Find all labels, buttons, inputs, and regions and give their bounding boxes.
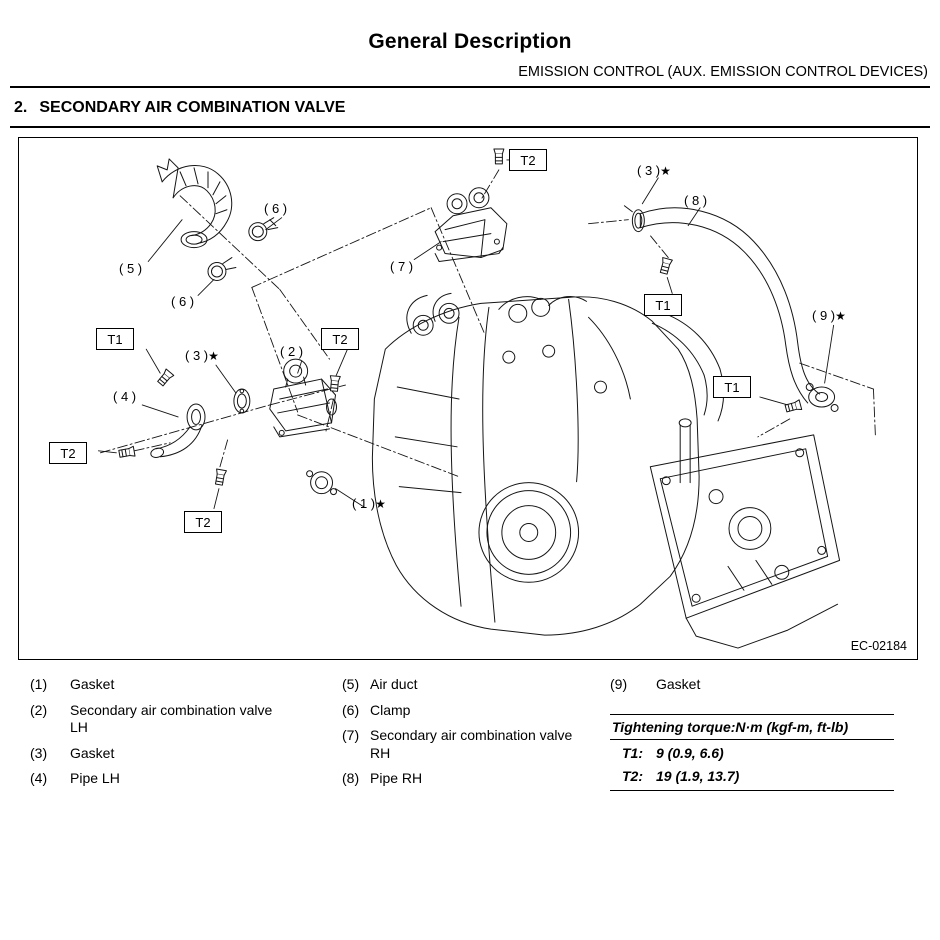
legend-item-7: (7) Secondary air combination valve RH (342, 727, 610, 762)
legend-item-number: (2) (30, 701, 48, 718)
section-name: SECONDARY AIR COMBINATION VALVE (39, 99, 346, 116)
torque-ref-box-t2-top: T2 (509, 149, 547, 171)
legend-item-number: (3) (30, 744, 48, 761)
callout-text: ( 9 ) (812, 308, 836, 323)
part-callout-3a: ( 3 )★ (637, 163, 671, 178)
part-callout-3b: ( 3 )★ (185, 348, 219, 363)
torque-ref-box-t2-bottom: T2 (184, 511, 222, 533)
valve-rh-drawing (434, 187, 508, 263)
pipe-rh-drawing (623, 205, 821, 404)
legend-item-label: Pipe LH (70, 770, 120, 786)
callout-text: ( 3 ) (637, 163, 661, 178)
valve-lh-drawing (269, 358, 338, 438)
construction-lines (99, 169, 876, 478)
legend-item-label: Secondary air combination valve RH (370, 727, 573, 761)
gasket-1-drawing (306, 470, 338, 496)
legend-item-label: Air duct (370, 676, 418, 692)
part-callout-6b: ( 6 ) (171, 294, 194, 309)
legend-column-2: (5) Air duct (6) Clamp (7) Secondary air… (342, 676, 610, 791)
legend-item-8: (8) Pipe RH (342, 770, 610, 788)
part-callout-9: ( 9 )★ (812, 308, 846, 323)
engine-block-drawing (371, 292, 725, 636)
torque-row-value: 9 (0.9, 6.6) (656, 744, 724, 761)
callout-text: ( 5 ) (119, 261, 143, 276)
pipe-lh-drawing (150, 403, 206, 458)
legend-item-3: (3) Gasket (30, 745, 342, 763)
callout-text: ( 4 ) (113, 389, 137, 404)
part-callout-7: ( 7 ) (390, 259, 413, 274)
part-callout-6a: ( 6 ) (264, 201, 287, 216)
callout-text: ( 6 ) (264, 201, 288, 216)
legend-item-2: (2) Secondary air combination valve LH (30, 702, 342, 737)
legend-item-number: (5) (342, 676, 360, 692)
section-number: 2. (14, 99, 28, 116)
callout-text: ( 2 ) (280, 344, 304, 359)
header-divider (10, 86, 930, 88)
figure-code: EC-02184 (850, 639, 907, 653)
legend-item-1: (1) Gasket (30, 676, 342, 694)
torque-ref-box-t1-lower: T1 (713, 376, 751, 398)
page-subtitle: EMISSION CONTROL (AUX. EMISSION CONTROL … (518, 64, 928, 80)
legend-item-label: Pipe RH (370, 770, 423, 786)
torque-ref-box-t2-left: T2 (49, 442, 87, 464)
callout-text: ( 6 ) (171, 294, 195, 309)
part-callout-8: ( 8 ) (684, 193, 707, 208)
section-title: 2. SECONDARY AIR COMBINATION VALVE (0, 88, 940, 117)
legend-item-4: (4) Pipe LH (30, 770, 342, 788)
torque-ref-box-t1-right: T1 (644, 294, 682, 316)
callout-text: ( 3 ) (185, 348, 209, 363)
legend-item-label: Gasket (70, 744, 115, 761)
parts-legend: (1) Gasket (2) Secondary air combination… (30, 676, 912, 791)
star-mark: ★ (208, 349, 219, 363)
legend-column-1: (1) Gasket (2) Secondary air combination… (30, 676, 342, 791)
legend-item-number: (8) (342, 770, 360, 786)
clamp-drawing-upper (248, 217, 279, 242)
part-callout-2: ( 2 ) (280, 344, 303, 359)
torque-table-rows: T1: 9 (0.9, 6.6) T2: 19 (1.9, 13.7) (610, 740, 894, 791)
torque-table: Tightening torque:N·m (kgf-m, ft-lb) T1:… (610, 713, 894, 791)
clamp-drawing-lower (207, 257, 237, 281)
torque-row-t1: T1: 9 (0.9, 6.6) (622, 745, 894, 761)
page-title: General Description (368, 30, 572, 53)
section-divider (10, 126, 930, 128)
gasket-9-drawing (805, 383, 839, 412)
exploded-diagram (97, 148, 876, 649)
manual-page: General Description EMISSION CONTROL (AU… (0, 30, 940, 791)
legend-item-number: (1) (30, 676, 48, 692)
star-mark: ★ (375, 497, 386, 511)
torque-row-label: T2: (622, 767, 643, 784)
legend-item-label: Secondary air combination valve LH (70, 701, 273, 736)
exploded-view-figure: T2 T1 T1 T2 T1 T2 T2 ( 3 )★ ( 8 ) ( 6 ) … (18, 137, 918, 660)
part-callout-5: ( 5 ) (119, 261, 142, 276)
callout-text: ( 7 ) (390, 259, 414, 274)
leader-lines (97, 159, 835, 510)
star-mark: ★ (835, 309, 846, 323)
air-duct-drawing (156, 158, 233, 249)
part-callout-1: ( 1 )★ (352, 496, 386, 511)
legend-item-label: Gasket (656, 676, 701, 692)
torque-ref-box-t1-left: T1 (96, 328, 134, 350)
torque-row-t2: T2: 19 (1.9, 13.7) (622, 768, 894, 784)
legend-column-3: (9) Gasket Tightening torque:N·m (kgf-m,… (610, 676, 894, 791)
torque-ref-box-t2-mid: T2 (321, 328, 359, 350)
legend-item-label: Clamp (370, 701, 411, 718)
torque-table-title: Tightening torque:N·m (kgf-m, ft-lb) (610, 713, 894, 740)
star-mark: ★ (660, 164, 671, 178)
legend-item-9: (9) Gasket (610, 676, 894, 694)
legend-item-number: (7) (342, 727, 360, 743)
legend-item-6: (6) Clamp (342, 702, 610, 720)
legend-item-number: (4) (30, 770, 48, 786)
callout-text: ( 1 ) (352, 496, 376, 511)
callout-text: ( 8 ) (684, 193, 708, 208)
legend-item-number: (6) (342, 701, 360, 718)
gasket-3-drawing (233, 388, 251, 414)
cylinder-head-drawing (649, 434, 841, 649)
legend-item-number: (9) (610, 676, 628, 692)
part-callout-4: ( 4 ) (113, 389, 136, 404)
legend-item-label: Gasket (70, 676, 115, 692)
legend-item-5: (5) Air duct (342, 676, 610, 694)
torque-row-value: 19 (1.9, 13.7) (656, 767, 740, 784)
torque-row-label: T1: (622, 744, 643, 761)
